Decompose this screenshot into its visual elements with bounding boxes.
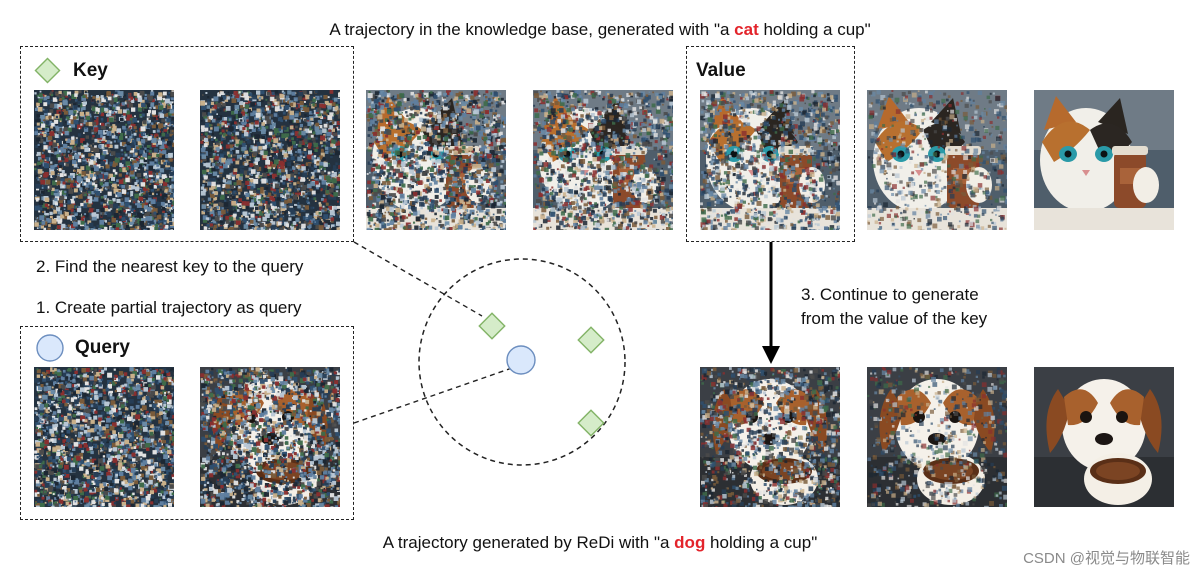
query-box [20, 326, 354, 520]
cat-trajectory-image-6 [867, 90, 1007, 230]
top-caption-highlight: cat [734, 20, 759, 39]
cat-trajectory-image-5-value [700, 90, 840, 230]
query-legend-circle-icon [36, 334, 64, 362]
query-connector-line [353, 367, 513, 424]
top-caption: A trajectory in the knowledge base, gene… [0, 20, 1200, 40]
cat-trajectory-image-4 [533, 90, 673, 230]
query-label: Query [75, 337, 130, 358]
key-box [20, 46, 354, 242]
step-continue-line2: from the value of the key [801, 309, 988, 328]
dog-trajectory-image-2 [867, 367, 1007, 507]
top-caption-text-end: holding a cup" [758, 20, 871, 39]
key-legend-diamond-icon [34, 57, 61, 84]
dog-trajectory-image-1 [700, 367, 840, 507]
query-trajectory-image-1 [34, 367, 174, 507]
query-trajectory-image-2 [200, 367, 340, 507]
step-find-nearest-key: 2. Find the nearest key to the query [36, 257, 304, 276]
bottom-caption: A trajectory generated by ReDi with "a d… [0, 533, 1200, 553]
value-label: Value [696, 60, 746, 81]
dog-trajectory-image-3 [1034, 367, 1174, 507]
search-space-circle [418, 258, 626, 466]
key-connector-line [353, 241, 483, 317]
key-diamond-icon [577, 409, 605, 437]
key-diamond-icon [577, 326, 605, 354]
cat-trajectory-image-2 [200, 90, 340, 230]
bottom-caption-text: A trajectory generated by ReDi with "a [382, 533, 675, 552]
top-caption-text: A trajectory in the knowledge base, gene… [329, 20, 735, 39]
nearest-key-diamond-icon [478, 312, 506, 340]
bottom-caption-text-end: holding a cup" [705, 533, 818, 552]
value-box [686, 46, 855, 242]
watermark: CSDN @视觉与物联智能 [1023, 550, 1190, 567]
step-create-query: 1. Create partial trajectory as query [36, 298, 302, 317]
cat-trajectory-image-7 [1034, 90, 1174, 230]
step-continue-line1: 3. Continue to generate [801, 285, 979, 304]
query-circle-icon [506, 345, 536, 375]
cat-trajectory-image-3 [366, 90, 506, 230]
cat-trajectory-image-1 [34, 90, 174, 230]
continue-arrow-head [762, 346, 780, 364]
bottom-caption-highlight: dog [674, 533, 706, 552]
key-label: Key [73, 60, 108, 81]
